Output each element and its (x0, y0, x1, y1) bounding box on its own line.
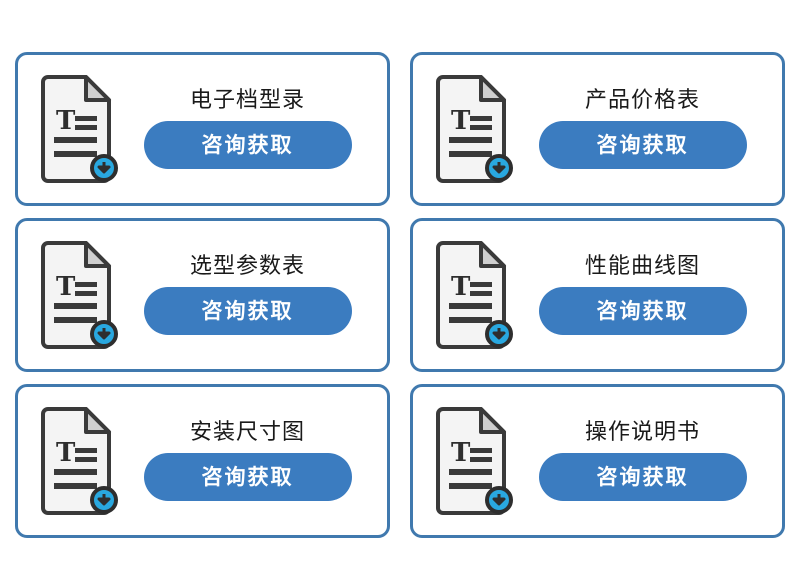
document-download-icon: T (36, 406, 122, 516)
svg-text:T: T (451, 272, 471, 302)
svg-text:T: T (451, 438, 471, 468)
consult-acquire-button[interactable]: 咨询获取 (538, 120, 747, 169)
svg-text:T: T (451, 106, 471, 136)
document-card-grid: T 电子档型录 咨询获取 T (15, 52, 785, 538)
svg-text:T: T (56, 438, 76, 468)
document-card-price-list[interactable]: T 产品价格表 咨询获取 (410, 52, 785, 206)
consult-acquire-button[interactable]: 咨询获取 (143, 120, 352, 169)
card-title: 安装尺寸图 (189, 419, 305, 445)
card-title: 产品价格表 (584, 87, 700, 113)
svg-text:T: T (56, 106, 76, 136)
card-body: 性能曲线图 咨询获取 (517, 221, 782, 369)
document-download-icon: T (36, 74, 122, 184)
document-download-icon: T (431, 74, 517, 184)
card-title: 性能曲线图 (584, 253, 700, 279)
consult-acquire-button[interactable]: 咨询获取 (538, 286, 747, 335)
consult-acquire-button[interactable]: 咨询获取 (143, 452, 352, 501)
document-download-icon: T (431, 406, 517, 516)
card-body: 操作说明书 咨询获取 (517, 387, 782, 535)
card-body: 安装尺寸图 咨询获取 (122, 387, 387, 535)
card-body: 选型参数表 咨询获取 (122, 221, 387, 369)
card-body: 产品价格表 咨询获取 (517, 55, 782, 203)
card-title: 操作说明书 (584, 419, 700, 445)
svg-text:T: T (56, 272, 76, 302)
document-card-selection-parameters[interactable]: T 选型参数表 咨询获取 (15, 218, 390, 372)
document-download-icon: T (36, 240, 122, 350)
document-download-icon: T (431, 240, 517, 350)
card-title: 选型参数表 (189, 253, 305, 279)
card-title: 电子档型录 (189, 87, 305, 113)
card-body: 电子档型录 咨询获取 (122, 55, 387, 203)
document-card-operation-manual[interactable]: T 操作说明书 咨询获取 (410, 384, 785, 538)
document-card-installation-dimensions[interactable]: T 安装尺寸图 咨询获取 (15, 384, 390, 538)
consult-acquire-button[interactable]: 咨询获取 (143, 286, 352, 335)
document-card-performance-curve[interactable]: T 性能曲线图 咨询获取 (410, 218, 785, 372)
document-card-electronic-catalog[interactable]: T 电子档型录 咨询获取 (15, 52, 390, 206)
consult-acquire-button[interactable]: 咨询获取 (538, 452, 747, 501)
